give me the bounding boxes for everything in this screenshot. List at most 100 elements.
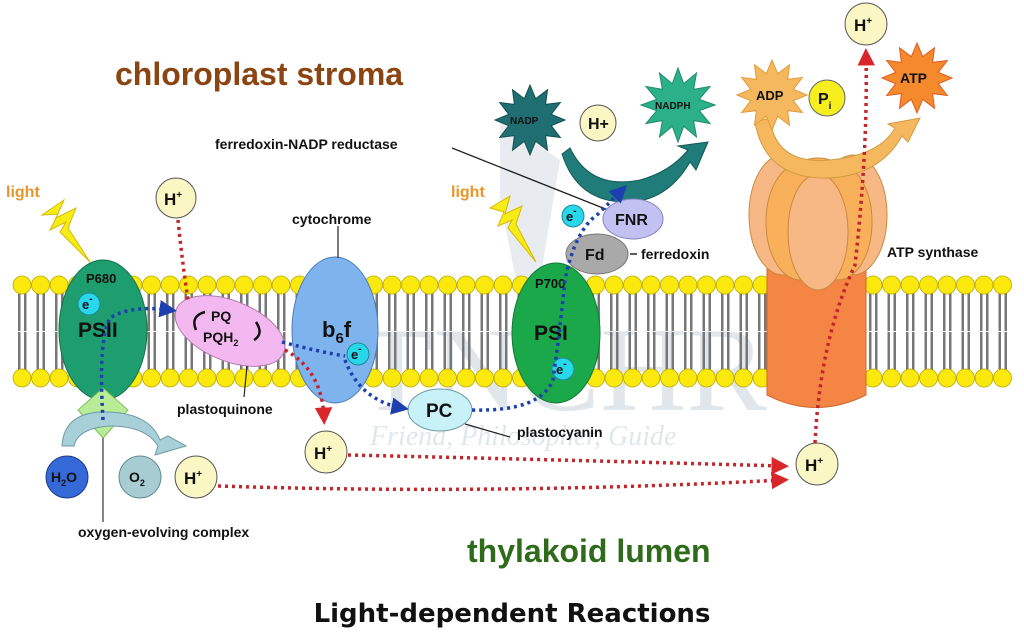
lipid-tail <box>42 293 45 331</box>
lipid-head <box>438 275 457 295</box>
lipid-tail <box>708 293 711 331</box>
lipid-head <box>882 275 901 295</box>
lipid-tail <box>665 293 668 331</box>
lipid-tail <box>431 293 434 331</box>
lipid-tail <box>758 293 761 331</box>
lipid-tail <box>184 332 187 370</box>
lipid-head <box>216 275 235 295</box>
lipid-head <box>49 368 69 388</box>
lipid-tail <box>634 293 637 331</box>
atp-curved-arrow <box>754 117 921 179</box>
fd-electron-label: e- <box>566 206 577 224</box>
lipid-tail <box>702 293 705 331</box>
lipid-tail <box>764 293 767 331</box>
lipid-tail <box>1004 332 1007 370</box>
lipid-head <box>197 368 217 388</box>
lipid-tail <box>634 332 637 370</box>
atp-synthase-head-front <box>787 173 849 291</box>
lipid-tail <box>690 332 693 370</box>
lipid-tail <box>906 293 909 331</box>
plastoquinone-callout-line <box>243 365 248 398</box>
atp-burst <box>880 41 954 115</box>
psii-label: PSII <box>78 319 118 342</box>
lipid-tail <box>388 293 391 331</box>
lipid-head <box>956 275 975 295</box>
plastoquinone: PQ PQH2 plastoquinone H+ H+ <box>155 177 348 474</box>
lipid-tail <box>172 332 175 370</box>
lipid-tail <box>499 293 502 331</box>
lipid-tail <box>745 332 748 370</box>
lipid-head <box>12 275 32 295</box>
lipid-tail <box>912 332 915 370</box>
psi-complex <box>511 262 601 404</box>
lipid-tail <box>961 332 964 370</box>
lipid-tail <box>967 293 970 331</box>
lipid-head <box>919 368 938 388</box>
p680-label: P680 <box>86 271 116 286</box>
lipid-tail <box>721 293 724 331</box>
lipid-tail <box>616 293 619 331</box>
nadph-reaction: NADP H+ NADPH <box>493 66 717 203</box>
oxygen-evolving-complex: H2O O2 H+ oxygen-evolving complex <box>45 387 249 540</box>
lipid-head <box>863 368 883 388</box>
lipid-head <box>623 368 642 388</box>
atp-lumen-proton-circle <box>795 442 839 486</box>
lipid-head <box>12 368 32 388</box>
pq-stroma-proton-label: H+ <box>164 190 182 209</box>
psi-electron <box>551 357 575 381</box>
lipid-tail <box>653 293 656 331</box>
lipid-tail <box>449 293 452 331</box>
lipid-tail <box>930 332 933 370</box>
lipid-tail <box>431 332 434 370</box>
lipid-head <box>382 368 402 388</box>
lipid-tail <box>468 293 471 331</box>
lipid-tail <box>684 293 687 331</box>
lipid-tail <box>949 293 952 331</box>
fnr-callout-line <box>451 147 609 211</box>
nadph-burst <box>639 66 717 144</box>
fd-complex <box>565 233 629 275</box>
fnr-complex <box>602 198 664 240</box>
psii-light-label: light <box>6 184 40 201</box>
lipid-tail <box>277 293 280 331</box>
lipid-tail <box>967 332 970 370</box>
cytochrome-electron <box>346 342 370 366</box>
pq-cycle-arrow-left <box>193 310 206 331</box>
psii-electron <box>77 292 101 316</box>
electron-path-pq-to-b6f <box>281 340 346 358</box>
lipid-head <box>456 368 476 388</box>
lipid-tail <box>912 293 915 331</box>
lumen-label: thylakoid lumen <box>467 533 711 569</box>
atp-label: ATP <box>900 70 927 86</box>
adp-label: ADP <box>756 88 784 103</box>
lipid-tail <box>388 332 391 370</box>
lipid-tail <box>727 332 730 370</box>
lipid-tail <box>628 293 631 331</box>
lipid-tail <box>671 332 674 370</box>
ferredoxin-label: ferredoxin <box>641 246 709 262</box>
nadp-label: NADP <box>510 116 539 127</box>
lipid-tail <box>745 293 748 331</box>
lipid-tail <box>764 332 767 370</box>
lipid-tail <box>283 293 286 331</box>
proton-transport-path <box>176 48 875 492</box>
lipid-head <box>604 275 624 295</box>
plastocyanin-label: plastocyanin <box>517 424 603 440</box>
lipid-tail <box>647 293 650 331</box>
lipid-tail <box>153 332 156 370</box>
lipid-tail <box>727 293 730 331</box>
lipid-tail <box>610 293 613 331</box>
lipid-tail <box>443 332 446 370</box>
nadp-burst <box>493 83 567 157</box>
lipid-tail <box>172 293 175 331</box>
lipid-tail <box>893 293 896 331</box>
adp-burst <box>735 58 809 132</box>
lipid-tail <box>190 332 193 370</box>
lipid-head <box>142 275 161 295</box>
lipid-tail <box>18 293 21 331</box>
lipid-tail <box>721 332 724 370</box>
atp-synthase-label: ATP synthase <box>887 244 979 260</box>
lipid-tail <box>610 332 613 370</box>
pq-lumen-proton-label: H+ <box>314 444 332 463</box>
lipid-head <box>475 368 494 388</box>
